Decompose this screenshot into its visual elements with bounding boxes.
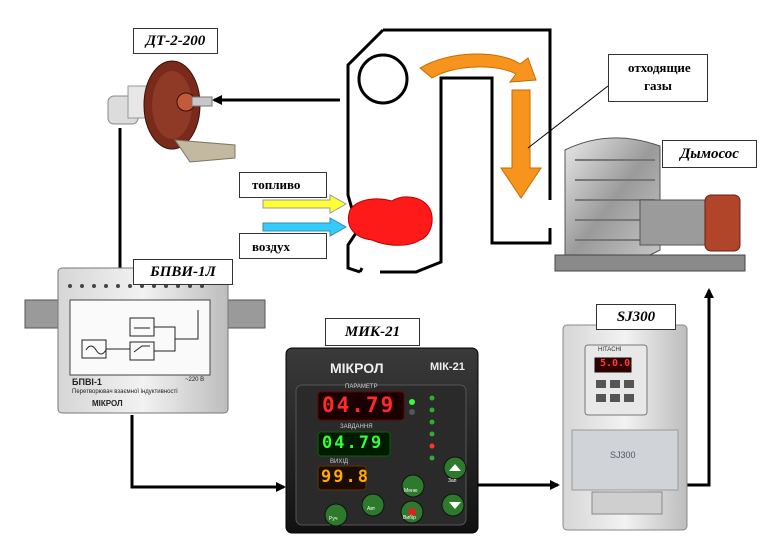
flame [348,196,433,246]
gases-label-text: отходящие газы [628,60,691,93]
gases-callout-line [527,85,609,149]
mik-output-label: ВИХІД [330,459,349,465]
gas-arc-arrow [419,53,537,83]
air-arrow [262,217,348,237]
mik-btn-menu: Меню [404,488,418,494]
mik-display-bottom: 99.8 [321,467,370,487]
fuel-label-text: топливо [252,177,301,192]
gas-down-arrow [500,89,542,199]
sj-brand: HITACHI [598,347,622,353]
fan-label: Дымосос [662,140,757,168]
fuel-arrow [262,194,348,214]
drum-circle [357,53,409,105]
sj-device [562,324,688,531]
bpvi-title: БПВІ-1 [72,377,102,387]
bpvi-device [24,267,266,414]
sj-model: SJ300 [610,450,636,460]
gases-label: отходящие газы [608,54,708,102]
mik-label: МИК-21 [325,318,420,346]
mik-btn-zap: Зап [448,478,457,484]
sj-label: SJ300 [596,304,676,330]
mik-param-label: ПАРАМЕТР [345,384,378,390]
arrow-sj-to-fan [687,288,714,487]
mik-setpoint-label: ЗАВДАННЯ [340,424,373,430]
mik-btn-avt: Авт [367,506,376,512]
air-label-text: воздух [252,239,290,254]
fan-device [554,137,746,272]
mik-btn-vibir: Вибір [403,515,416,521]
bpvi-brand: МІКРОЛ [92,399,123,408]
air-label: воздух [239,233,327,259]
fuel-label: топливо [239,172,327,198]
mik-display-mid: 04.79 [322,433,384,453]
mik-display-top: 04.79 [322,393,396,417]
mik-device [285,347,479,534]
mik-btn-ruch: Руч [329,516,338,522]
arrow-bpvi-to-mik [130,415,286,492]
bpvi-voltage: ~220 В [185,377,205,383]
dt-sensor-device [107,60,236,163]
sj-display: 5.0.0 [600,358,631,369]
bpvi-label: БПВИ-1Л [133,259,233,285]
dt-label: ДТ-2-200 [133,28,218,54]
mik-brand: МІКРОЛ [330,360,384,376]
bpvi-subtitle: Перетворювач взаємної індуктивності [72,389,178,395]
mik-model: МІК-21 [430,361,465,373]
